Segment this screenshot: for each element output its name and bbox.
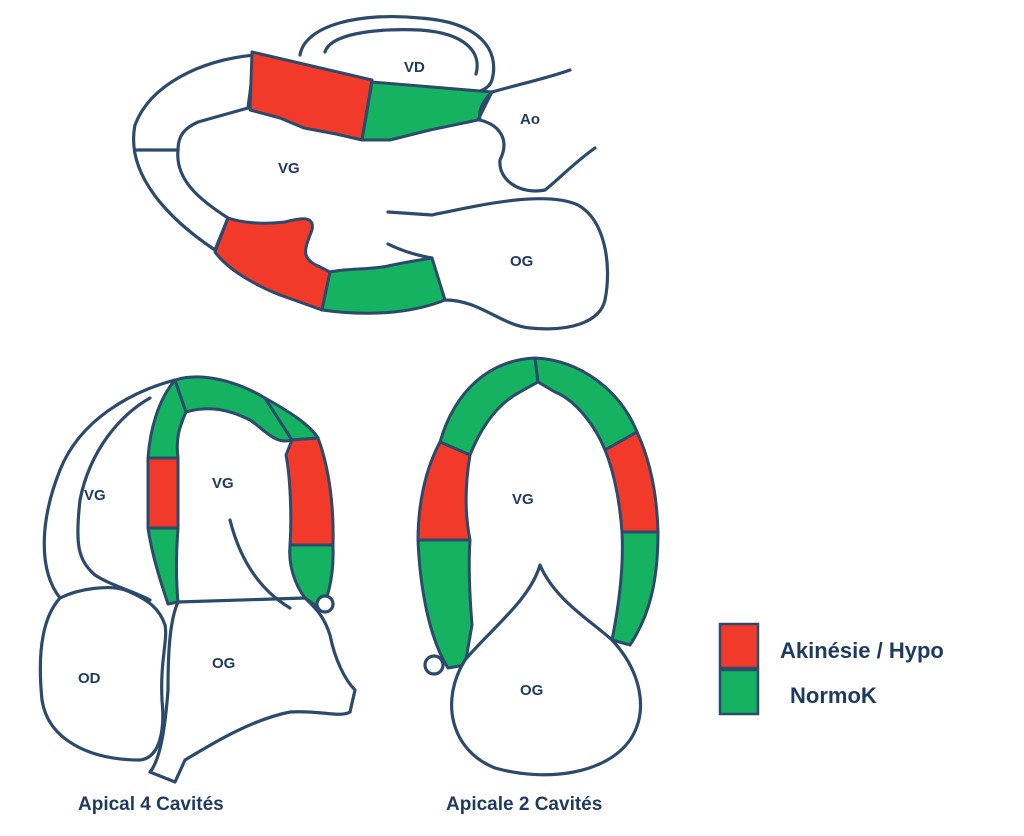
rv-outline xyxy=(298,14,496,96)
a4-septum-mid-red xyxy=(146,456,180,530)
label-la-top: OG xyxy=(510,253,533,270)
septum-mid-segment-green xyxy=(360,80,494,142)
mitral-leaflet xyxy=(386,242,434,260)
label-lv-top: VG xyxy=(278,160,300,177)
label-a2-la: OG xyxy=(520,682,543,699)
legend: Akinésie / Hypo NormoK xyxy=(718,622,944,716)
apical-2-chamber-view: VG OG Apicale 2 Cavités xyxy=(416,356,660,815)
legend-swatch-akinesia xyxy=(718,622,760,670)
label-a4-rv: VG xyxy=(84,487,106,504)
label-a4-ra: OD xyxy=(78,670,101,687)
legend-label-normal: NormoK xyxy=(790,683,877,708)
apical-4-chamber-view: VG VG OD OG Apical 4 Cavités xyxy=(38,375,357,815)
a4-mitral xyxy=(228,518,292,610)
posterior-basal-segment-red xyxy=(213,216,332,312)
aorta-outline xyxy=(478,68,597,193)
label-a2-lv: VG xyxy=(512,491,534,508)
a4-apex-green xyxy=(173,375,294,443)
a4-septum-basal-green xyxy=(146,526,180,606)
a2-basal-right-green xyxy=(610,530,660,647)
rv-inner-outline xyxy=(323,28,479,76)
caption-apical-2: Apicale 2 Cavités xyxy=(446,794,602,815)
legend-swatch-normal xyxy=(718,668,760,716)
a2-apex-left-green xyxy=(438,356,540,457)
a4-rv-outline xyxy=(42,378,177,600)
a4-la-outline xyxy=(148,596,357,784)
caption-apical-4: Apical 4 Cavités xyxy=(78,794,224,815)
a2-apex-right-green xyxy=(533,356,639,452)
septum-basal-segment-red xyxy=(248,50,374,142)
a2-mid-right-red xyxy=(603,430,660,534)
label-a4-lv: VG xyxy=(212,475,234,492)
a4-rv-inner xyxy=(76,396,152,577)
a2-mid-left-red xyxy=(416,440,472,542)
a2-la-outline xyxy=(450,563,643,777)
legend-label-akinesia: Akinésie / Hypo xyxy=(780,638,944,663)
a4-appendage-bulge xyxy=(315,594,335,614)
label-a4-la: OG xyxy=(212,655,235,672)
label-aorta: Ao xyxy=(520,111,540,128)
la-outline xyxy=(386,197,610,331)
parasternal-long-axis-view: VD VG Ao OG xyxy=(132,14,610,331)
aortic-root xyxy=(478,90,494,122)
a4-tricuspid xyxy=(93,573,152,602)
label-rv-top: VD xyxy=(404,59,425,76)
a4-ra-outline xyxy=(38,586,168,762)
a2-basal-left-green xyxy=(416,538,474,670)
a2-appendage-bulge xyxy=(423,654,445,676)
posterior-mid-segment-green xyxy=(320,256,447,315)
a4-lateral-mid-red xyxy=(284,436,335,547)
lv-apex-wall xyxy=(132,53,257,252)
